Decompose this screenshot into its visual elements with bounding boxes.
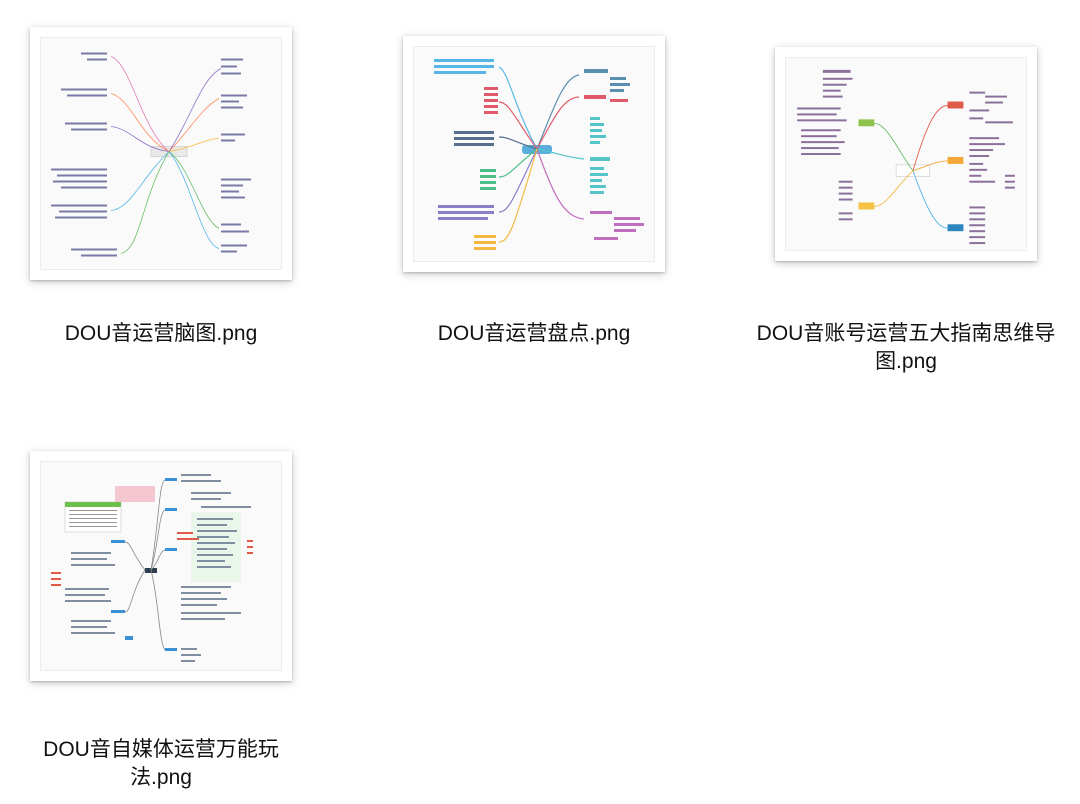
file-name[interactable]: DOU音运营脑图.png bbox=[64, 322, 258, 345]
file-name[interactable]: DOU音账号运营五大指南思维导图.png bbox=[756, 322, 1056, 373]
file-thumbnail[interactable] bbox=[403, 36, 665, 272]
mind-map-image bbox=[40, 37, 282, 270]
mind-map-thumbnail-icon bbox=[41, 38, 281, 269]
mind-map-image bbox=[40, 461, 282, 671]
file-name[interactable]: DOU音运营盘点.png bbox=[437, 322, 631, 345]
file-name[interactable]: DOU音自媒体运营万能玩法.png bbox=[43, 738, 279, 789]
mind-map-thumbnail-icon bbox=[41, 462, 281, 670]
file-thumbnail[interactable] bbox=[30, 27, 292, 280]
mind-map-thumbnail-icon bbox=[787, 58, 1025, 250]
mind-map-image bbox=[413, 46, 655, 262]
mind-map-image bbox=[785, 57, 1027, 251]
file-thumbnail[interactable] bbox=[775, 47, 1037, 261]
file-thumbnail[interactable] bbox=[30, 451, 292, 681]
mind-map-thumbnail-icon bbox=[414, 47, 654, 261]
